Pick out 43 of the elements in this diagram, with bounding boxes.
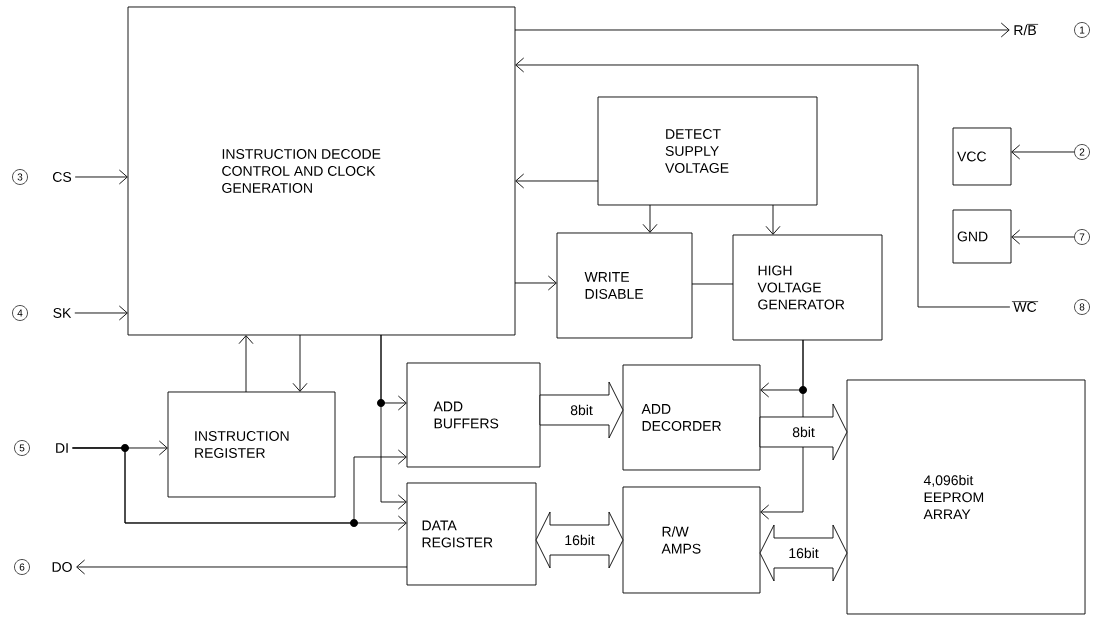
block-box: 4,096bit EEPROM ARRAY	[846, 379, 1086, 615]
pin-label: DO	[52, 562, 72, 572]
pin-number: 1	[1074, 22, 1090, 38]
pin-number: 7	[1074, 229, 1090, 245]
block-box: DATA REGISTER	[406, 482, 537, 586]
block-box: INSTRUCTION DECODE CONTROL AND CLOCK GENERATION	[127, 6, 516, 336]
block-box: R/W AMPS	[622, 486, 761, 594]
connector-arrow	[514, 275, 557, 291]
connector-arrow	[1011, 229, 1075, 245]
connector-arrow	[380, 334, 407, 510]
block-box: VCC	[952, 127, 1012, 186]
connector-arrow	[1011, 144, 1075, 160]
block-box: DETECT SUPPLY VOLTAGE	[597, 96, 818, 206]
block-box: ADD DECORDER	[622, 364, 761, 471]
connector-arrow	[514, 22, 1010, 38]
bus-arrow	[539, 381, 624, 439]
bus-arrow	[759, 403, 848, 461]
connector-arrow	[238, 335, 254, 393]
block-box: ADD BUFFERS	[406, 362, 541, 468]
connector-arrow	[292, 334, 308, 392]
connector-arrow	[515, 57, 1011, 308]
connector-arrow	[74, 305, 128, 321]
block-box: INSTRUCTION REGISTER	[167, 391, 336, 498]
connector-arrow	[76, 559, 408, 575]
pin-label: WC	[1013, 302, 1037, 312]
pin-number: 3	[12, 169, 28, 185]
pin-number: 5	[14, 440, 30, 456]
block-box: WRITE DISABLE	[556, 232, 693, 339]
block-box: HIGH VOLTAGE GENERATOR	[732, 234, 883, 341]
pin-label: DI	[56, 443, 68, 453]
pin-number: 8	[1074, 299, 1090, 315]
pin-label: SK	[53, 308, 72, 318]
pin-number: 2	[1074, 144, 1090, 160]
pin-number: 4	[12, 305, 28, 321]
connector-arrow	[515, 173, 599, 189]
connector-arrow	[74, 169, 128, 185]
block-box: GND	[952, 209, 1012, 264]
pin-label: R/B	[1014, 24, 1036, 36]
connector-line	[691, 283, 734, 285]
pin-number: 6	[14, 559, 30, 575]
connector-arrow	[642, 204, 658, 233]
pin-label: CS	[53, 172, 72, 182]
connector-arrow	[765, 204, 781, 235]
